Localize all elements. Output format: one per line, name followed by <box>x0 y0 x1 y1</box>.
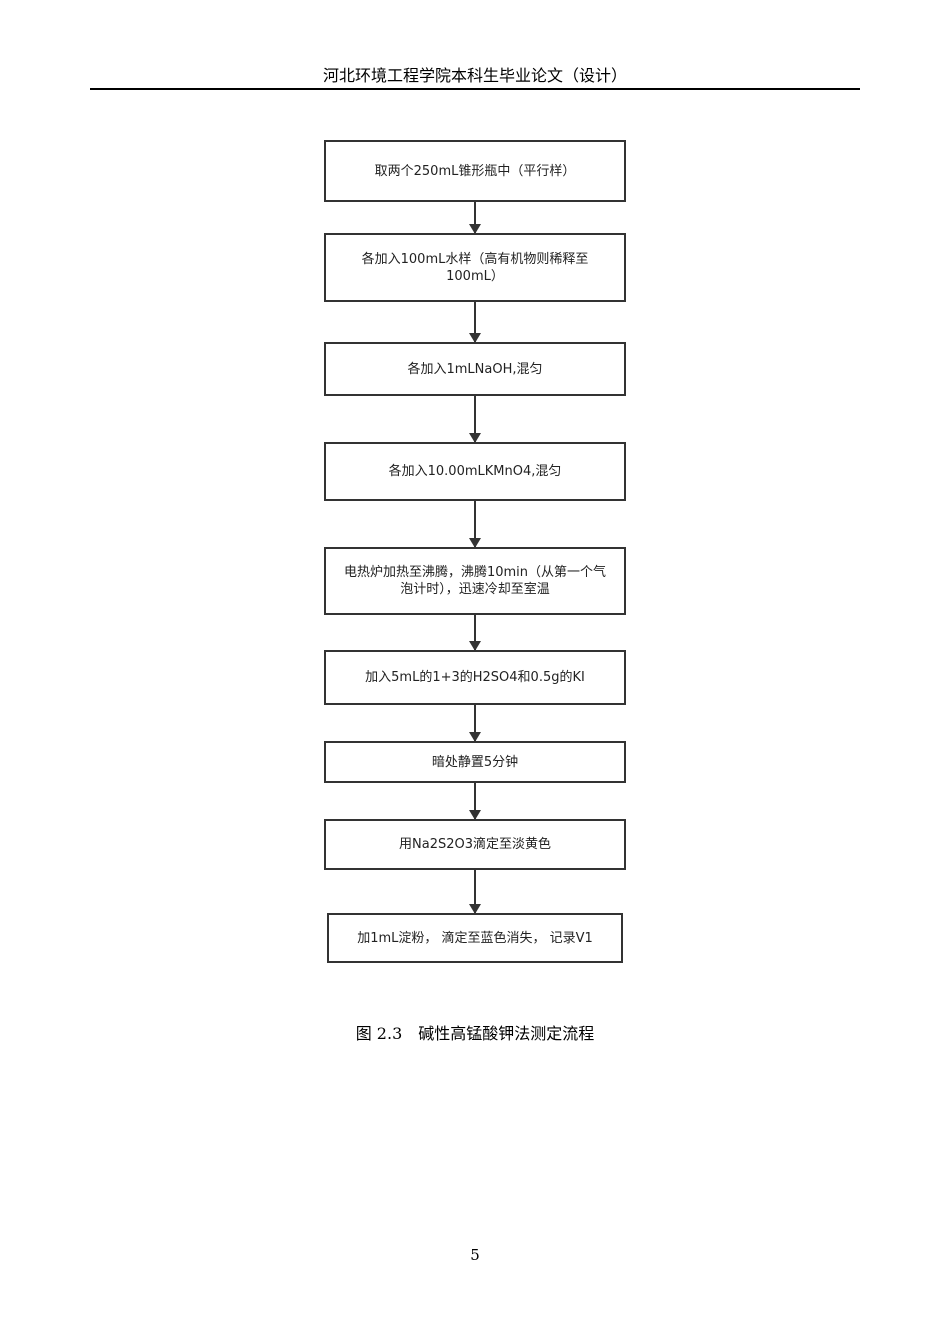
flow-arrow-6 <box>469 705 481 742</box>
flow-arrow-7 <box>469 783 481 820</box>
flow-step-9: 加1mL淀粉， 滴定至蓝色消失， 记录V1 <box>327 913 623 963</box>
flow-arrow-2 <box>469 302 481 343</box>
flow-step-5: 电热炉加热至沸腾，沸腾10min（从第一个气泡计时），迅速冷却至室温 <box>324 547 626 615</box>
figure-caption: 图 2.3 碱性高锰酸钾法测定流程 <box>355 1024 595 1043</box>
flow-step-2: 各加入100mL水样（高有机物则稀释至100mL） <box>324 233 626 302</box>
flow-arrow-3 <box>469 396 481 443</box>
page-number: 5 <box>470 1246 480 1264</box>
flow-step-3: 各加入1mLNaOH,混匀 <box>324 342 626 396</box>
flow-arrow-1 <box>469 202 481 234</box>
flow-step-1: 取两个250mL锥形瓶中（平行样） <box>324 140 626 202</box>
flow-arrow-4 <box>469 501 481 548</box>
flow-arrow-8 <box>469 870 481 914</box>
flow-step-4: 各加入10.00mLKMnO4,混匀 <box>324 442 626 501</box>
running-header: 河北环境工程学院本科生毕业论文（设计） <box>90 64 860 90</box>
flow-step-7: 暗处静置5分钟 <box>324 741 626 783</box>
flow-step-6: 加入5mL的1+3的H2SO4和0.5g的KI <box>324 650 626 705</box>
flow-step-8: 用Na2S2O3滴定至淡黄色 <box>324 819 626 870</box>
flow-arrow-5 <box>469 615 481 651</box>
flowchart: 取两个250mL锥形瓶中（平行样） 各加入100mL水样（高有机物则稀释至100… <box>324 140 626 963</box>
